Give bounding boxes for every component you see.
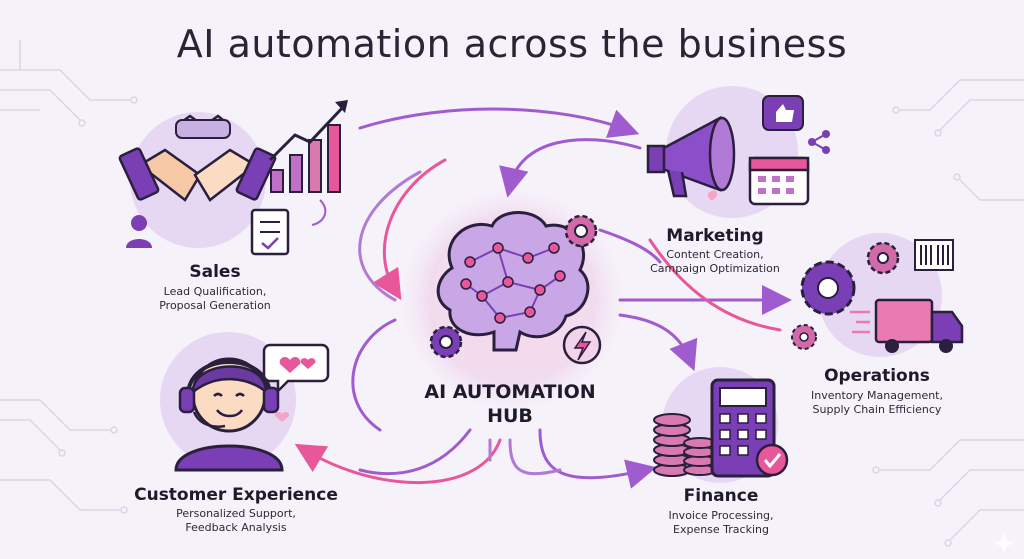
gear-icon bbox=[564, 214, 598, 248]
sales-desc-line2: Proposal Generation bbox=[159, 299, 271, 312]
finance-description: Invoice Processing, Expense Tracking bbox=[636, 509, 806, 537]
marketing-desc-line2: Campaign Optimization bbox=[650, 262, 780, 275]
coins-icon bbox=[653, 413, 717, 477]
sparkle-icon bbox=[994, 533, 1014, 553]
operations-desc-line2: Supply Chain Efficiency bbox=[812, 403, 942, 416]
diagram-title: AI automation across the business bbox=[176, 22, 848, 66]
operations-desc-line1: Inventory Management, bbox=[811, 389, 943, 402]
heart-chat-icon bbox=[262, 343, 330, 395]
hub-label-line1: AI AUTOMATION bbox=[424, 381, 596, 403]
operations-description: Inventory Management, Supply Chain Effic… bbox=[792, 389, 962, 417]
marketing-illustration bbox=[646, 86, 830, 218]
sales-description: Lead Qualification, Proposal Generation bbox=[130, 285, 300, 313]
customer-desc-line2: Feedback Analysis bbox=[185, 521, 287, 534]
finance-desc-line1: Invoice Processing, bbox=[668, 509, 774, 522]
gear-icon bbox=[791, 324, 817, 350]
heart-icon bbox=[274, 411, 290, 422]
operations-illustration bbox=[791, 233, 964, 357]
bar-chart-icon bbox=[268, 100, 348, 193]
truck-icon bbox=[850, 298, 964, 353]
sales-desc-line1: Lead Qualification, bbox=[163, 285, 267, 298]
check-badge-icon bbox=[755, 443, 789, 477]
calendar-icon bbox=[748, 156, 810, 206]
megaphone-icon bbox=[646, 115, 736, 198]
heart-icon bbox=[708, 190, 718, 201]
finance-illustration bbox=[653, 367, 789, 483]
small-handshake-icon bbox=[175, 114, 231, 139]
circuit-decoration bbox=[0, 40, 1024, 547]
marketing-description: Content Creation, Campaign Optimization bbox=[630, 248, 800, 276]
sales-title: Sales bbox=[189, 262, 241, 282]
hub-label-line2: HUB bbox=[487, 405, 533, 427]
gear-icon bbox=[800, 260, 856, 316]
barcode-icon bbox=[914, 239, 954, 271]
document-icon bbox=[250, 208, 290, 256]
customer-illustration bbox=[160, 332, 330, 472]
hub-label: AI AUTOMATION HUB bbox=[410, 380, 610, 428]
cycle-arrow bbox=[311, 199, 327, 226]
sales-illustration bbox=[118, 100, 348, 256]
gear-icon bbox=[429, 325, 463, 359]
finance-title: Finance bbox=[683, 486, 759, 506]
thumbs-up-icon bbox=[762, 95, 804, 131]
handshake-icon bbox=[118, 147, 277, 202]
marketing-desc-line1: Content Creation, bbox=[666, 248, 764, 261]
lightning-icon bbox=[562, 325, 602, 365]
finance-desc-line2: Expense Tracking bbox=[673, 523, 769, 536]
customer-experience-description: Personalized Support, Feedback Analysis bbox=[146, 507, 326, 535]
person-icon bbox=[126, 215, 152, 248]
marketing-title: Marketing bbox=[666, 226, 764, 246]
share-icon bbox=[808, 130, 830, 154]
customer-experience-title: Customer Experience bbox=[134, 485, 338, 505]
gear-icon bbox=[866, 241, 900, 275]
brain-icon bbox=[436, 211, 590, 352]
operations-title: Operations bbox=[824, 366, 930, 386]
customer-desc-line1: Personalized Support, bbox=[176, 507, 296, 520]
headset-agent-icon bbox=[174, 357, 284, 472]
connection-arrows bbox=[294, 107, 792, 489]
